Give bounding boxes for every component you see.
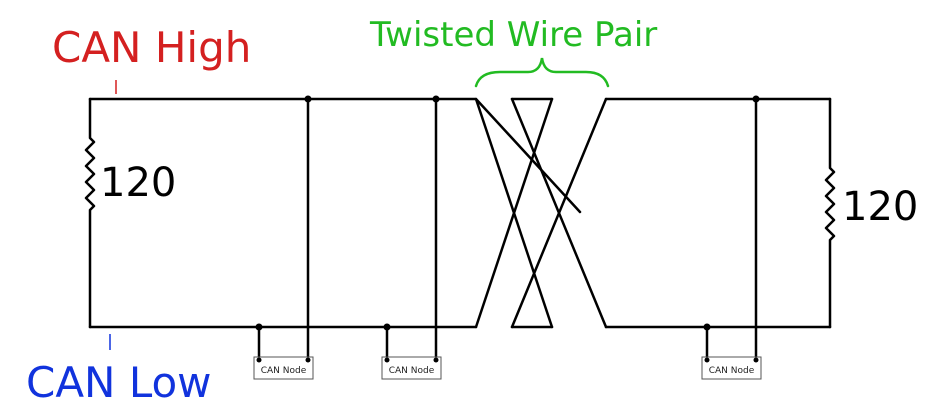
- left-termination-wire: [84, 97, 96, 329]
- twisted-pair-brace: [474, 57, 610, 88]
- node1-low-junction: [255, 323, 263, 331]
- resistor-left-label: 120: [100, 160, 176, 206]
- node3-high-junction: [752, 95, 760, 103]
- twisted-pair-crossings: [474, 97, 608, 329]
- twisted-pair-label: Twisted Wire Pair: [369, 15, 657, 55]
- can-high-label: CAN High: [52, 23, 251, 72]
- can-high-wire: [88, 97, 832, 214]
- can-node-3-label: CAN Node: [709, 366, 755, 376]
- can-node-1: CAN Node: [253, 356, 314, 380]
- node2-high-junction: [432, 95, 440, 103]
- node2-low-junction: [383, 323, 391, 331]
- resistor-right-label: 120: [842, 184, 918, 230]
- can-node-2-label: CAN Node: [389, 366, 435, 376]
- can-low-label: CAN Low: [26, 358, 212, 406]
- node1-high-junction: [304, 95, 312, 103]
- can-node-1-label: CAN Node: [261, 366, 307, 376]
- can-node-2: CAN Node: [381, 356, 442, 380]
- right-termination-wire: [824, 97, 836, 329]
- can-node-3: CAN Node: [701, 356, 762, 380]
- node3-low-junction: [703, 323, 711, 331]
